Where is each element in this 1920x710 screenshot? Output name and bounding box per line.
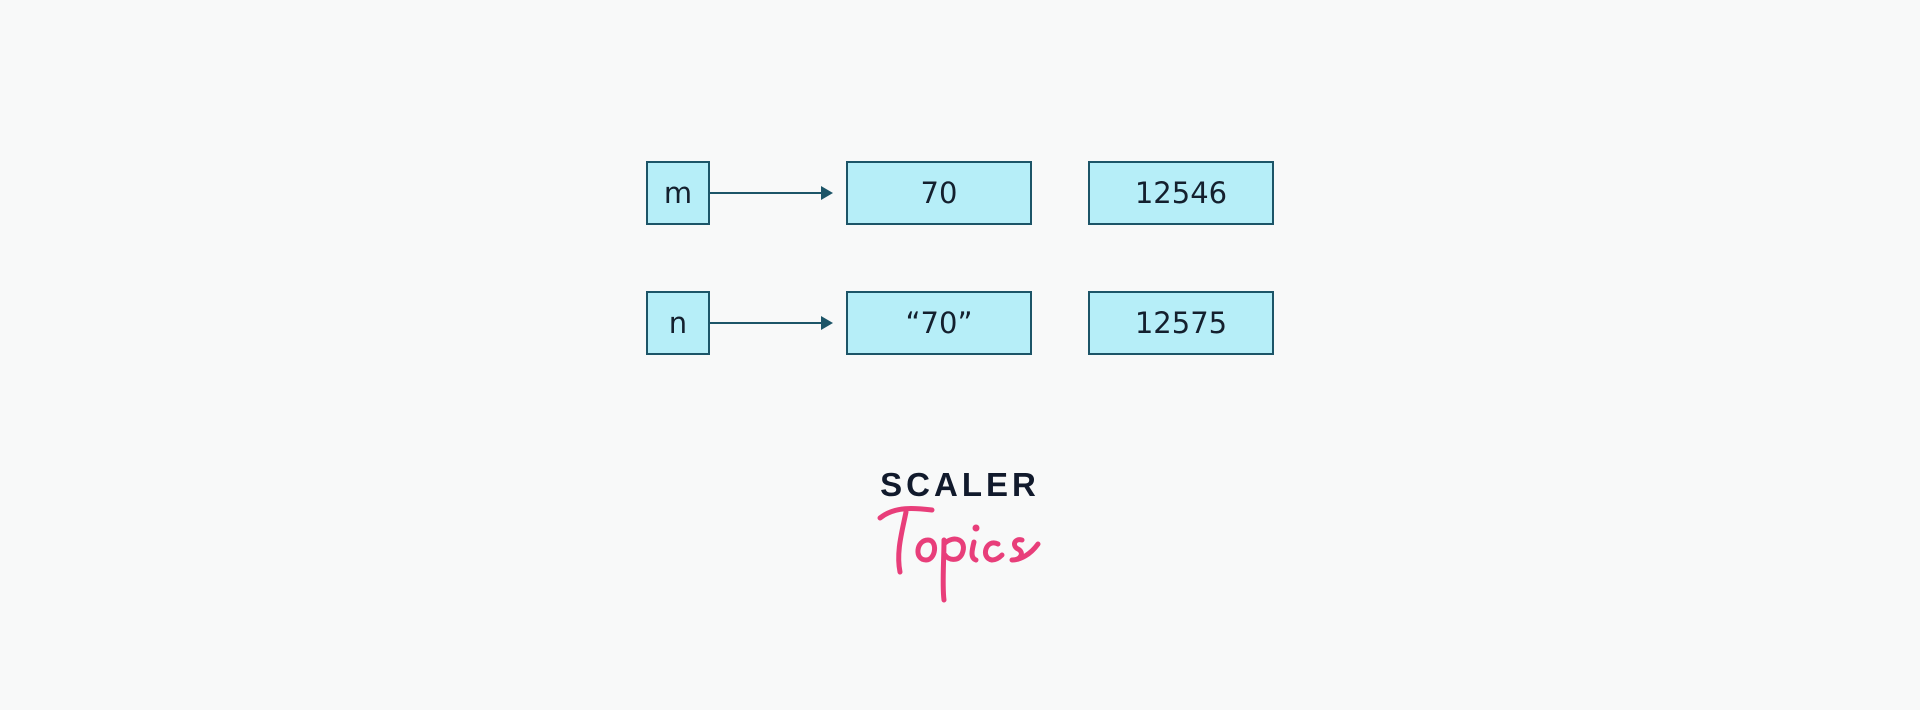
- address-box-m: 12546: [1088, 161, 1274, 225]
- address-box-n: 12575: [1088, 291, 1274, 355]
- variable-box-n: n: [646, 291, 710, 355]
- arrowhead-n: [821, 316, 833, 330]
- scaler-topics-logo: SCALER: [870, 460, 1050, 610]
- arrowhead-m: [821, 186, 833, 200]
- logo-brand-text: SCALER: [880, 466, 1040, 503]
- value-box-n: “70”: [846, 291, 1032, 355]
- variable-box-m: m: [646, 161, 710, 225]
- value-box-m: 70: [846, 161, 1032, 225]
- logo-topics-script: [877, 505, 1041, 603]
